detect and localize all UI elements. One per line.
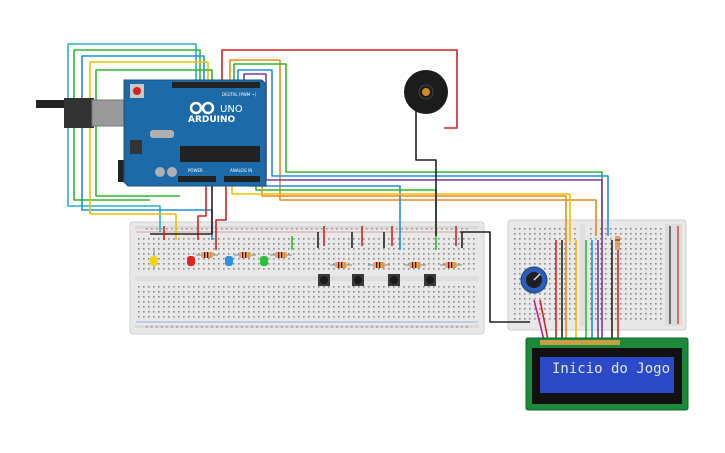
- resistor[interactable]: [404, 262, 426, 268]
- analog-header[interactable]: [224, 176, 260, 182]
- resistor[interactable]: [330, 262, 352, 268]
- piezo-buzzer[interactable]: [404, 70, 448, 114]
- atmega-chip: [180, 146, 260, 162]
- wire-red-power: [197, 178, 207, 240]
- resistor[interactable]: [196, 252, 218, 258]
- usb-cable: [36, 100, 66, 108]
- potentiometer[interactable]: [520, 266, 548, 294]
- usb-port: [91, 99, 129, 127]
- arduino-uno-board[interactable]: ARDUINO UNO DIGITAL (PWM ~) POWER ANALOG…: [36, 79, 267, 187]
- wire-black-lcd: [460, 231, 530, 323]
- resistor[interactable]: [368, 262, 390, 268]
- resistor[interactable]: [270, 252, 292, 258]
- lcd-text: Inicio do Jogo: [552, 361, 670, 377]
- digital-header[interactable]: [172, 82, 260, 88]
- resistor[interactable]: [440, 262, 462, 268]
- analog-label: ANALOG IN: [230, 168, 252, 173]
- regulator: [130, 140, 142, 154]
- wire-red-analog: [215, 178, 227, 250]
- capacitor: [155, 167, 165, 177]
- wire-green-left: [73, 49, 201, 201]
- arduino-logo-icon: [189, 101, 215, 115]
- capacitor: [167, 167, 177, 177]
- resistor[interactable]: [234, 252, 256, 258]
- wire-black-buzzer: [415, 110, 437, 236]
- wire-green-mid: [95, 69, 213, 197]
- reset-button-cap[interactable]: [133, 87, 141, 95]
- green-led[interactable]: [260, 256, 268, 266]
- brand-label: ARDUINO: [188, 115, 236, 125]
- resistor-small-bb[interactable]: [615, 236, 620, 250]
- lcd-module[interactable]: Inicio do Jogo: [525, 337, 689, 411]
- lcd-screen: [540, 357, 674, 393]
- wire-red-pot: [539, 299, 549, 341]
- wire-blue-top: [237, 69, 609, 236]
- usb-plug: [64, 98, 94, 128]
- lcd-header-pins: [540, 340, 620, 345]
- push-button[interactable]: [388, 274, 400, 286]
- wire-black-gnd: [150, 178, 213, 235]
- wire-orange-top: [229, 59, 597, 236]
- wire-red-buzzer: [221, 49, 458, 129]
- push-buttons[interactable]: [318, 274, 436, 286]
- wire-orange-analog: [261, 178, 567, 340]
- power-header[interactable]: [178, 176, 216, 182]
- wire-yellow-left: [89, 61, 209, 240]
- blue-led[interactable]: [225, 256, 233, 266]
- resistors[interactable]: [196, 252, 462, 268]
- leds[interactable]: [150, 250, 268, 268]
- model-label: UNO: [220, 104, 243, 115]
- push-button[interactable]: [352, 274, 364, 286]
- wire-magenta-pot: [533, 299, 545, 341]
- red-led[interactable]: [187, 256, 195, 266]
- crystal: [150, 130, 174, 138]
- yellow-led[interactable]: [150, 250, 158, 268]
- push-button[interactable]: [424, 274, 436, 286]
- power-label: POWER: [188, 168, 203, 173]
- push-button[interactable]: [318, 274, 330, 286]
- digital-label: DIGITAL (PWM ~): [222, 92, 257, 97]
